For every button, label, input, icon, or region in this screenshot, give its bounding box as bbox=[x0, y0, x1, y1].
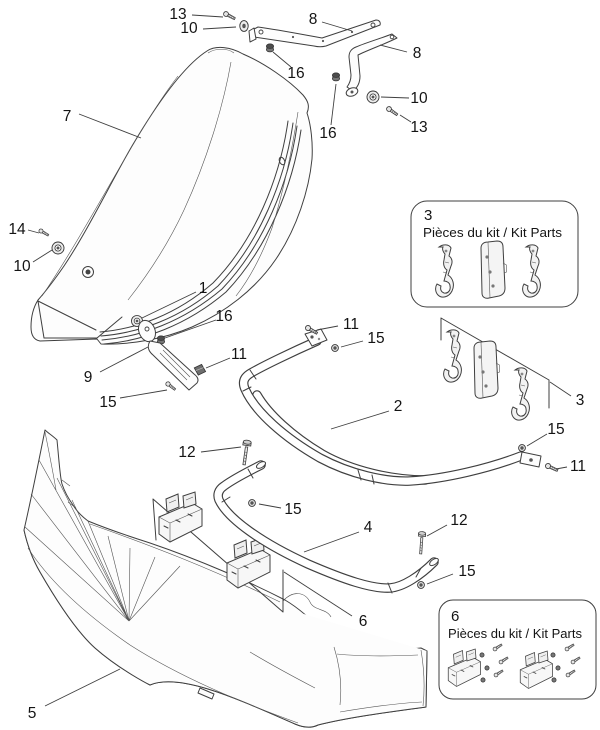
kit3-plate bbox=[480, 240, 507, 299]
callout-label: 13 bbox=[410, 119, 427, 136]
callout-label: 1 bbox=[199, 280, 208, 297]
callout-label: 14 bbox=[8, 221, 26, 238]
windshield-grommet bbox=[82, 266, 94, 278]
callout-label: 15 bbox=[458, 563, 475, 580]
bracket-9-group bbox=[131, 315, 207, 392]
callout-label: 16 bbox=[215, 308, 232, 325]
support-bracket-8b bbox=[345, 33, 398, 97]
bolt-12a bbox=[239, 439, 252, 466]
callout-label: 8 bbox=[413, 45, 422, 62]
callout-label: 7 bbox=[63, 108, 72, 125]
callout-label: 5 bbox=[28, 705, 37, 722]
tube-frame-part-2 bbox=[238, 328, 542, 486]
kit-box-6-number: 6 bbox=[451, 608, 459, 625]
kit6-nuts bbox=[479, 652, 561, 683]
leader-lines bbox=[27, 14, 572, 707]
callout-label: 9 bbox=[84, 369, 93, 386]
callout-label: 15 bbox=[99, 394, 116, 411]
washer-10b bbox=[366, 90, 380, 104]
panel3-clip bbox=[443, 329, 462, 383]
windshield-base-flap bbox=[37, 300, 123, 339]
nut-16a bbox=[265, 43, 275, 53]
fascia-part-5 bbox=[23, 429, 428, 728]
panel-3-clips bbox=[440, 317, 550, 421]
screw-13a bbox=[222, 10, 237, 22]
clip-assembly-6 bbox=[158, 491, 203, 543]
tube-part-4 bbox=[213, 460, 439, 594]
fascia-fan-creases bbox=[24, 459, 181, 622]
callout-label: 2 bbox=[394, 398, 403, 415]
callout-labels: 13 10 8 8 16 16 10 13 7 14 10 1 16 9 15 … bbox=[8, 6, 586, 722]
bracket-9 bbox=[138, 319, 199, 391]
callout-label: 4 bbox=[364, 519, 373, 536]
callout-label: 16 bbox=[287, 65, 304, 82]
callout-label: 10 bbox=[13, 258, 31, 275]
callout-label: 15 bbox=[547, 421, 564, 438]
kit-box-3-title: Pièces du kit / Kit Parts bbox=[423, 225, 563, 240]
screw-13b bbox=[385, 105, 400, 118]
fasteners-top bbox=[37, 10, 400, 255]
kit-box-3: 3 Pièces du kit / Kit Parts bbox=[410, 200, 579, 308]
kit-box-6: 6 Pièces du kit / Kit Parts bbox=[438, 599, 597, 700]
kit3-clip bbox=[522, 244, 541, 298]
kit3-clip bbox=[435, 244, 454, 298]
nut-15d bbox=[248, 499, 256, 507]
callout-label: 11 bbox=[343, 316, 359, 333]
bolt-12b bbox=[416, 530, 427, 555]
callout-label: 12 bbox=[178, 444, 195, 461]
kit6-clip-assembly bbox=[447, 648, 481, 687]
washer-10a bbox=[239, 20, 249, 32]
callout-label: 6 bbox=[359, 613, 368, 630]
nut-15e bbox=[417, 581, 425, 589]
panel3-clip bbox=[511, 367, 530, 421]
kit-box-6-title: Pièces du kit / Kit Parts bbox=[448, 626, 582, 641]
panel-6-clips bbox=[152, 491, 284, 613]
kit-box-3-number: 3 bbox=[424, 207, 432, 224]
nut-15b bbox=[331, 344, 339, 352]
callout-label: 13 bbox=[169, 6, 186, 23]
support-bracket-8a bbox=[248, 19, 381, 48]
callout-label: 3 bbox=[576, 392, 585, 409]
screw-11c bbox=[544, 462, 560, 474]
clip-nut-11a bbox=[193, 363, 207, 376]
panel3-plate bbox=[473, 340, 500, 399]
callout-label: 8 bbox=[309, 11, 318, 28]
callout-label: 16 bbox=[319, 125, 336, 142]
windshield-hole bbox=[278, 156, 286, 166]
callout-label: 11 bbox=[570, 458, 586, 475]
windshield-part-7 bbox=[30, 46, 313, 345]
callout-label: 15 bbox=[284, 501, 301, 518]
callout-label: 10 bbox=[410, 90, 428, 107]
nut-16b bbox=[331, 72, 341, 82]
callout-label: 15 bbox=[367, 330, 384, 347]
windshield-trim-band bbox=[99, 120, 302, 345]
nut-15c bbox=[518, 444, 526, 452]
kit6-clip-assembly bbox=[519, 650, 553, 689]
callout-label: 11 bbox=[231, 346, 247, 363]
washer-10c bbox=[51, 241, 65, 255]
callout-label: 10 bbox=[180, 20, 198, 37]
callout-label: 12 bbox=[450, 512, 467, 529]
screw-14 bbox=[37, 227, 50, 238]
